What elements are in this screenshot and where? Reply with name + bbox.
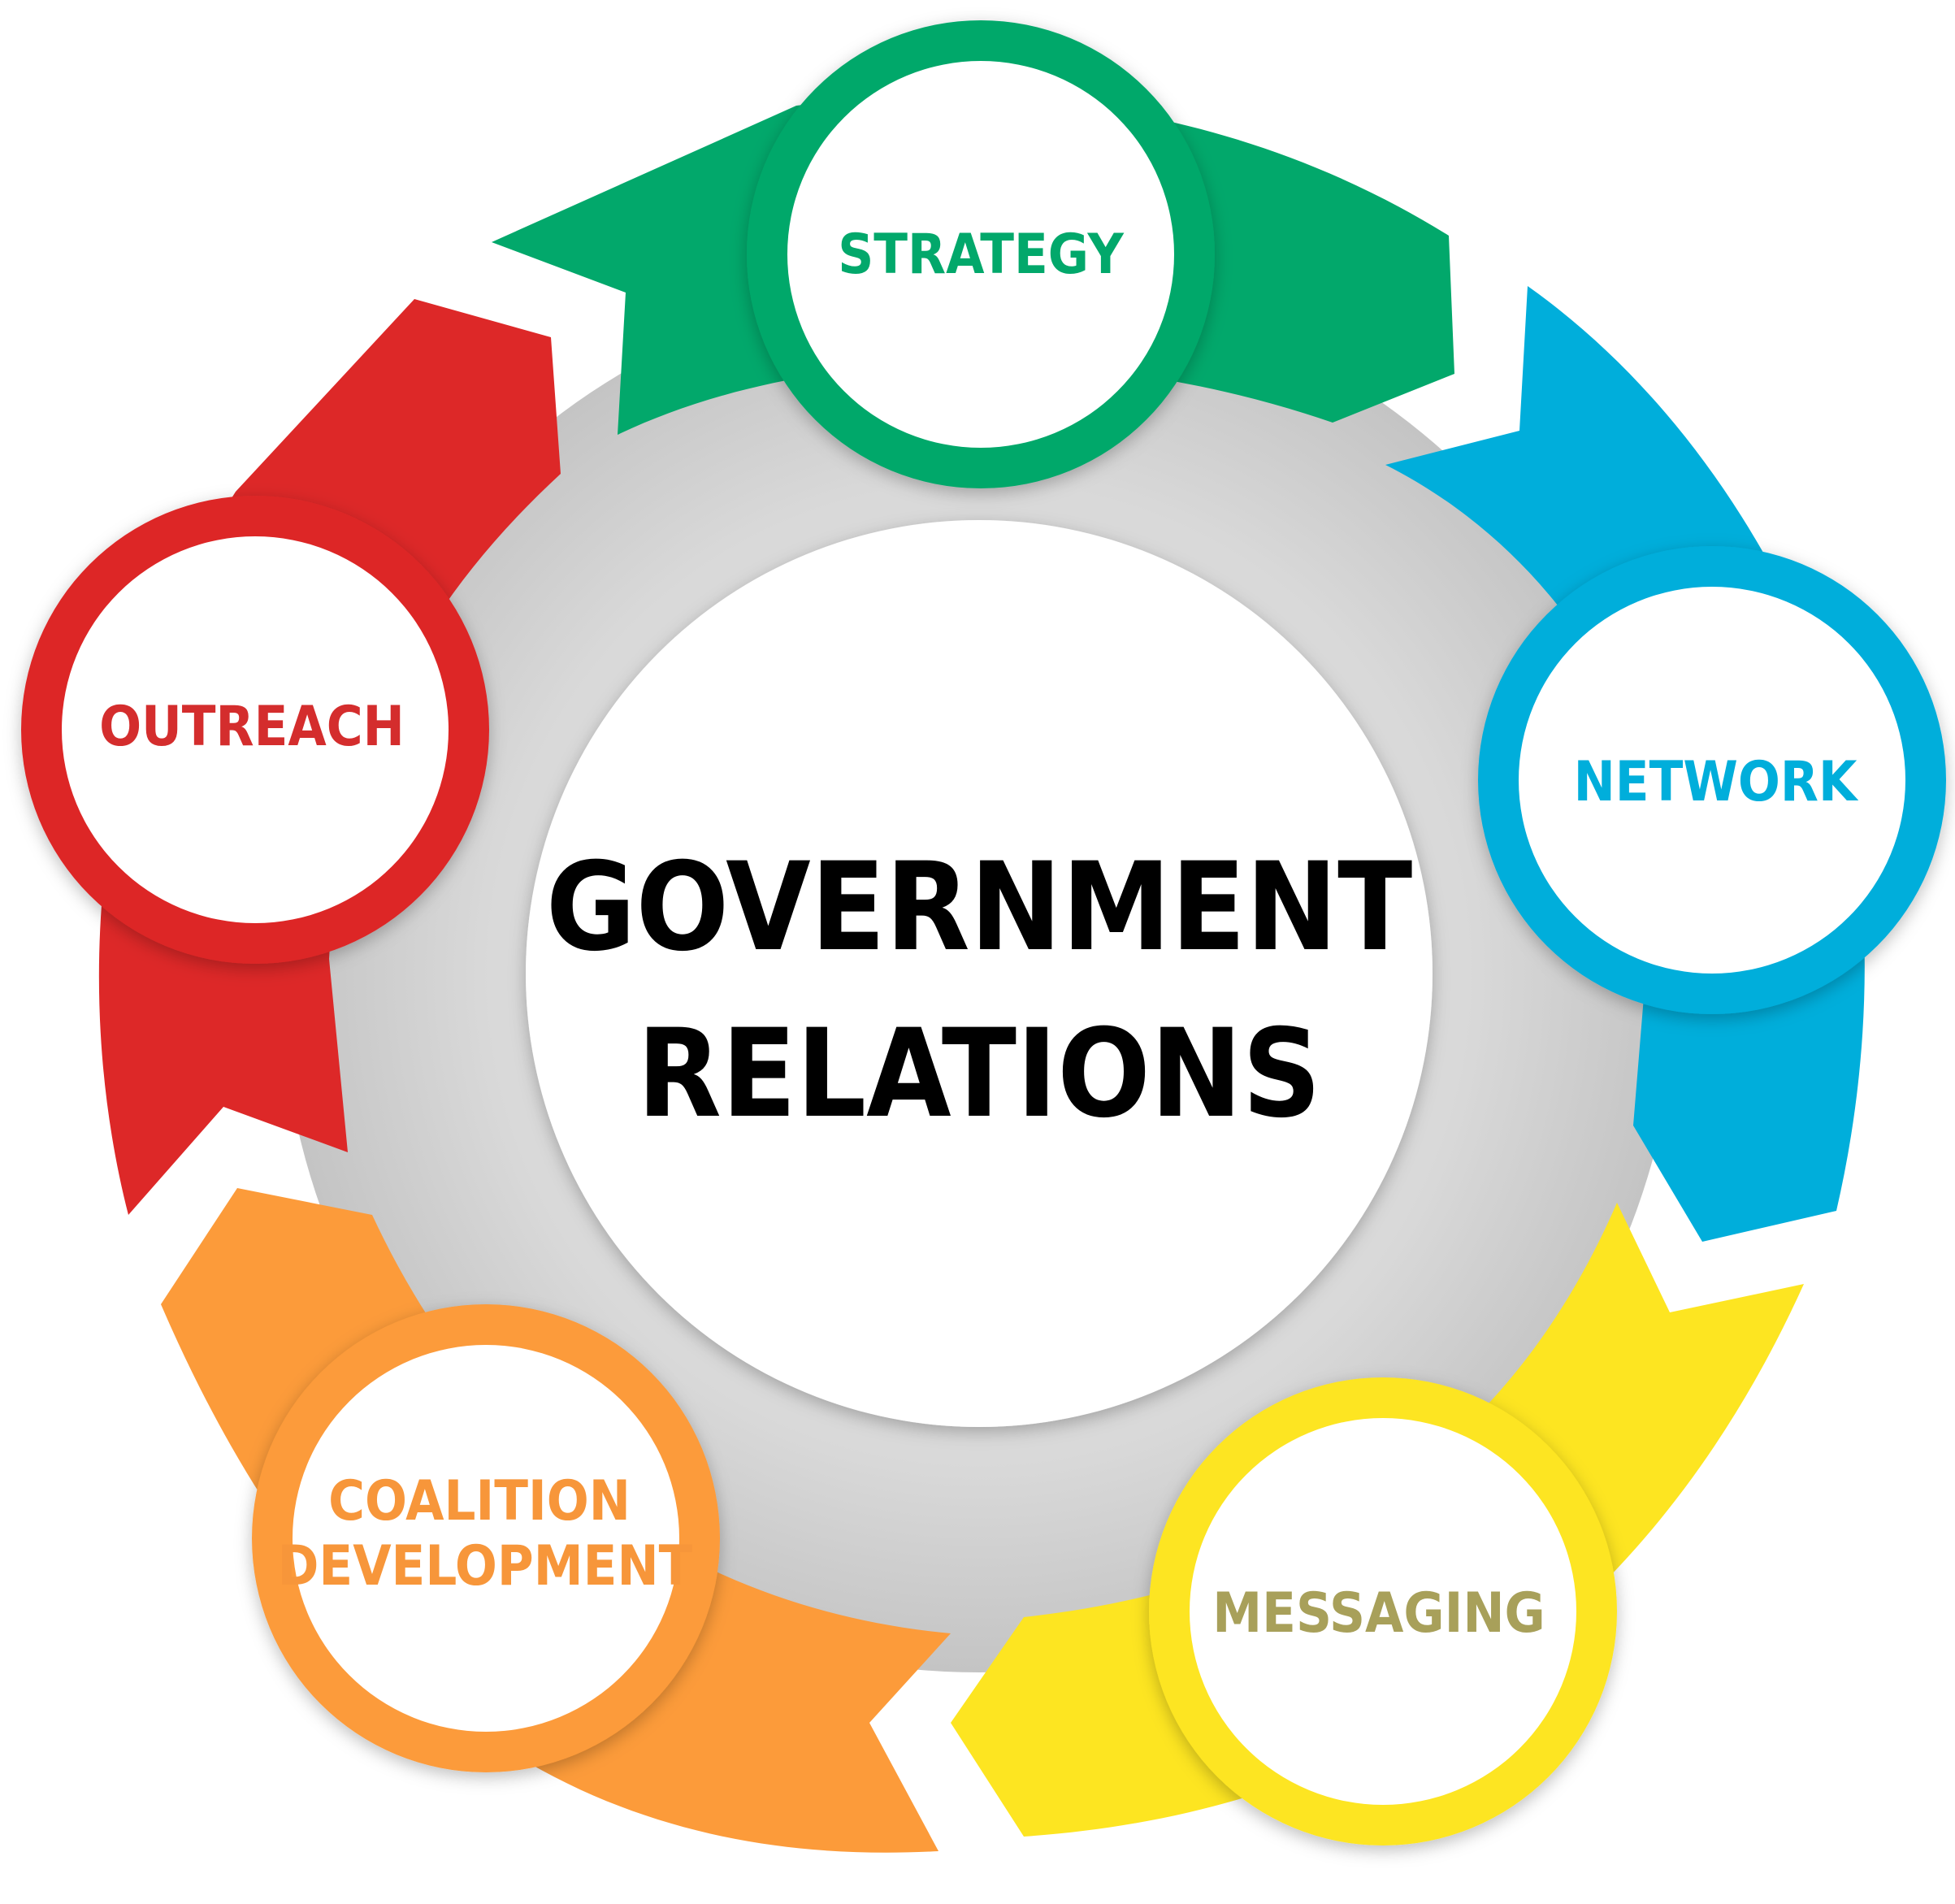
- outreach-node: OUTREACH: [21, 496, 489, 964]
- messaging-label: MESSAGING: [1212, 1581, 1545, 1646]
- center-title-line1: GOVERNMENT: [546, 837, 1412, 978]
- coalition-label-line2: DEVELOPMENT: [278, 1534, 693, 1598]
- messaging-node: MESSAGING: [1149, 1377, 1617, 1845]
- strategy-label: STRATEGY: [838, 223, 1124, 287]
- coalition-label-line1: COALITION: [328, 1469, 631, 1533]
- coalition-node: COALITION DEVELOPMENT: [252, 1304, 720, 1772]
- strategy-node: STRATEGY: [747, 20, 1215, 488]
- center-title-line2: RELATIONS: [637, 1004, 1321, 1145]
- outreach-label: OUTREACH: [99, 695, 405, 759]
- network-node: NETWORK: [1478, 546, 1946, 1014]
- center-circle: [526, 520, 1433, 1427]
- network-label: NETWORK: [1574, 750, 1859, 814]
